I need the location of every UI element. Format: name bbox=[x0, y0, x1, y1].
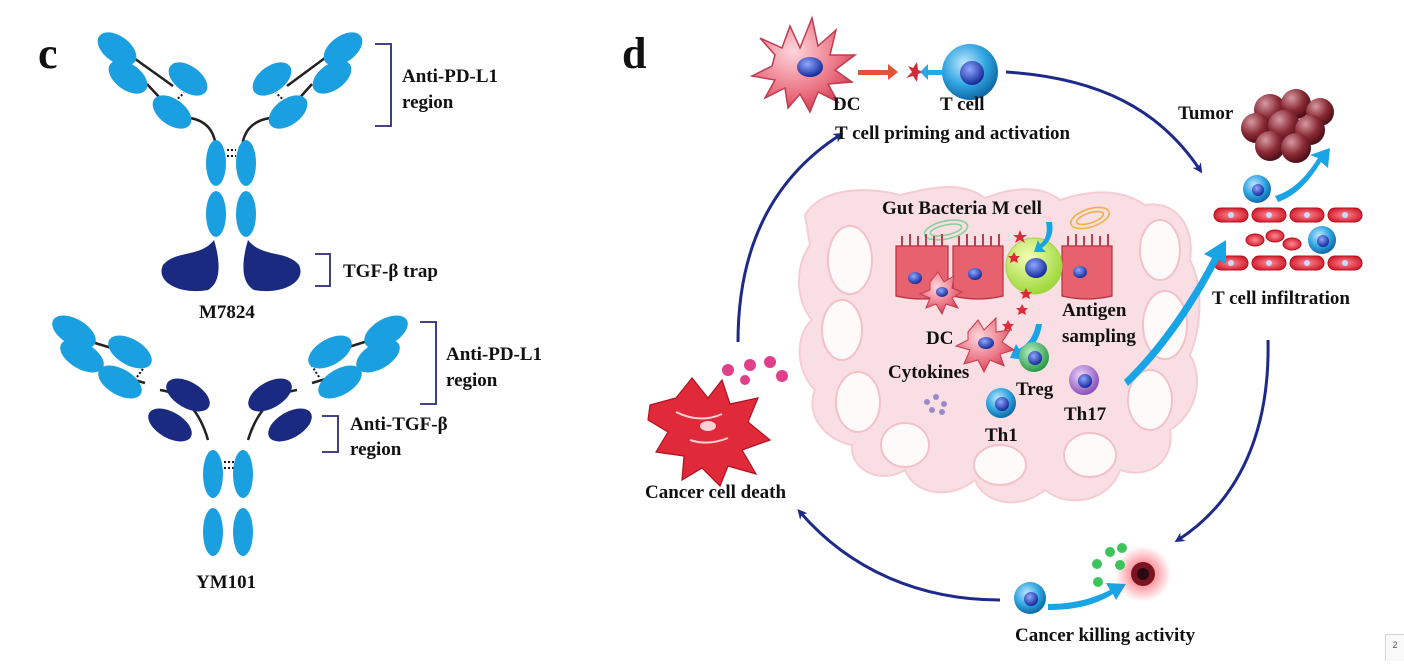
death-label: Cancer cell death bbox=[645, 482, 786, 503]
sampling-arrow bbox=[1010, 324, 1042, 360]
bacteria-entry-arrow bbox=[1034, 222, 1053, 252]
tumor-label: Tumor bbox=[1178, 103, 1234, 124]
dc-cell-epithelium bbox=[918, 271, 964, 316]
antibody-m7824-domains bbox=[97, 32, 363, 237]
bracket-ym101-anti-tgf bbox=[322, 415, 339, 453]
antigen-label: Antigen bbox=[1062, 300, 1127, 321]
blood-vessel bbox=[1213, 207, 1363, 271]
antibody-ym101-light-domains bbox=[52, 315, 408, 556]
t-cell-top bbox=[942, 44, 998, 100]
th1-label: Th1 bbox=[985, 425, 1018, 446]
antibody-ym101-name: YM101 bbox=[196, 572, 256, 593]
anti-tgf-region-label: region bbox=[350, 439, 402, 460]
bracket-ym101-anti-pd-l1 bbox=[420, 321, 437, 405]
cytokines-label: Cytokines bbox=[888, 362, 969, 383]
treg-label: Treg bbox=[1016, 379, 1054, 400]
arrow-priming-to-infiltration bbox=[1005, 70, 1203, 174]
released-antigens bbox=[722, 356, 788, 385]
antigen-particles bbox=[1002, 230, 1032, 331]
m-cell bbox=[1005, 237, 1063, 295]
tgf-beta-trap-label: TGF-β trap bbox=[343, 261, 438, 282]
th17-cell bbox=[1069, 365, 1099, 395]
killing-arrow bbox=[1048, 583, 1126, 610]
dc-cell-mid bbox=[954, 316, 1016, 374]
antibody-ym101-disulfide bbox=[136, 365, 320, 469]
target-cancer-cell bbox=[1115, 546, 1171, 602]
infiltration-label: T cell infiltration bbox=[1212, 288, 1350, 309]
killing-label: Cancer killing activity bbox=[1015, 625, 1196, 646]
cycle-arrows bbox=[736, 70, 1270, 602]
dying-cancer-cell bbox=[647, 377, 772, 488]
gut-bacteria-label: Gut Bacteria M cell bbox=[882, 198, 1042, 219]
antibody-m7824-disulfide bbox=[171, 92, 289, 157]
m7824-region-label: region bbox=[402, 92, 454, 113]
th1-cell bbox=[986, 388, 1016, 418]
dc-cell-top bbox=[749, 15, 858, 114]
treg-cell bbox=[1019, 342, 1049, 372]
corner-widget[interactable]: 2 bbox=[1385, 634, 1404, 661]
t-cell-top-label: T cell bbox=[940, 94, 985, 115]
sampling-label: sampling bbox=[1062, 326, 1136, 347]
bracket-m7824-tgf-trap bbox=[315, 253, 331, 287]
t-cell-in-vessel bbox=[1308, 226, 1336, 254]
m7824-anti-pd-l1-label: Anti-PD-L1 bbox=[402, 66, 498, 87]
arrow-death-to-priming bbox=[736, 132, 844, 343]
cytokine-dots bbox=[924, 394, 947, 415]
gut-bacteria bbox=[923, 206, 1111, 241]
th17-to-infiltration-arrow bbox=[1124, 240, 1226, 386]
dc-mid-label: DC bbox=[926, 328, 953, 349]
panel-d-letter: d bbox=[622, 29, 646, 78]
t-cell-killer bbox=[1014, 582, 1046, 614]
anti-tgf-beta-label: Anti-TGF-β bbox=[350, 414, 448, 435]
priming-label: T cell priming and activation bbox=[835, 123, 1070, 144]
dc-top-label: DC bbox=[833, 94, 860, 115]
arrow-killing-to-death bbox=[797, 508, 1001, 602]
tumor-infiltration-arrow bbox=[1275, 148, 1330, 202]
tgf-beta-trap-domains bbox=[161, 240, 301, 292]
t-cell-extravasating bbox=[1243, 175, 1271, 203]
antibody-ym101: YM101 bbox=[52, 315, 408, 593]
th17-label: Th17 bbox=[1064, 404, 1107, 425]
panel-c-letter: c bbox=[38, 29, 58, 78]
cytotoxic-granules bbox=[1092, 543, 1127, 587]
bracket-m7824-anti-pd-l1 bbox=[375, 43, 392, 127]
anti-tgf-beta-domains bbox=[148, 378, 312, 442]
ym101-region-label: region bbox=[446, 370, 498, 391]
tumor-cluster bbox=[1241, 89, 1334, 163]
antibody-m7824: M7824 bbox=[97, 32, 363, 323]
intestine-folds bbox=[821, 219, 1188, 486]
receptor-ligand-bridge bbox=[858, 62, 942, 82]
ym101-anti-pd-l1-label: Anti-PD-L1 bbox=[446, 344, 542, 365]
antibody-m7824-name: M7824 bbox=[199, 302, 255, 323]
arrow-infiltration-to-killing bbox=[1174, 339, 1270, 543]
